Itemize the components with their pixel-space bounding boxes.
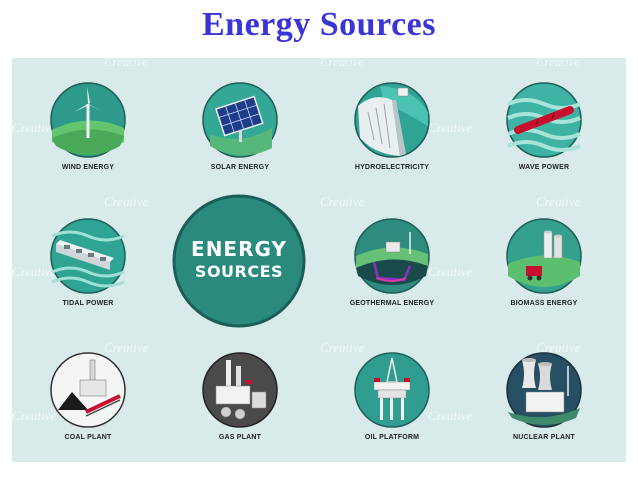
- page-title: Energy Sources: [202, 6, 436, 43]
- watermark: Creative: [536, 58, 581, 69]
- watermark: Creative: [536, 194, 581, 209]
- tile-label: WAVE POWER: [518, 164, 570, 171]
- tile-label: GEOTHERMAL ENERGY: [349, 300, 435, 307]
- watermark: Creative: [320, 340, 365, 355]
- gas-plant-icon: [202, 352, 278, 428]
- tile-nuclear-plant: NUCLEAR PLANT: [484, 352, 604, 462]
- tile-label: NUCLEAR PLANT: [512, 434, 576, 441]
- watermark: Creative: [12, 264, 57, 279]
- tile-coal-plant: COAL PLANT: [28, 352, 148, 462]
- tile-label: TIDAL POWER: [62, 300, 114, 307]
- oil-platform-icon: [354, 352, 430, 428]
- tile-label: SOLAR ENERGY: [210, 164, 270, 171]
- tile-oil-platform: OIL PLATFORM: [332, 352, 452, 462]
- tile-wave-power: WAVE POWER: [484, 82, 604, 192]
- center-title-line2: SOURCES: [194, 262, 284, 281]
- tile-label: BIOMASS ENERGY: [510, 300, 578, 307]
- geothermal-icon: [354, 218, 430, 294]
- tile-label: GAS PLANT: [218, 434, 262, 441]
- tile-biomass-energy: BIOMASS ENERGY: [484, 218, 604, 328]
- tile-label: COAL PLANT: [64, 434, 112, 441]
- watermark: Creative: [428, 120, 473, 135]
- tile-tidal-power: TIDAL POWER: [28, 218, 148, 328]
- tile-geothermal-energy: GEOTHERMAL ENERGY: [332, 218, 452, 328]
- biomass-plant-icon: [506, 218, 582, 294]
- nuclear-plant-icon: [506, 352, 582, 428]
- tile-solar-energy: SOLAR ENERGY: [180, 82, 300, 192]
- tile-label: WIND ENERGY: [61, 164, 115, 171]
- watermark: Creative: [104, 194, 149, 209]
- tile-gas-plant: GAS PLANT: [180, 352, 300, 462]
- tile-wind-energy: WIND ENERGY: [28, 82, 148, 192]
- tile-hydroelectricity: HYDROELECTRICITY: [332, 82, 452, 192]
- watermark: Creative: [12, 408, 57, 423]
- solar-panel-icon: [202, 82, 278, 158]
- coal-plant-icon: [50, 352, 126, 428]
- wave-generator-icon: [506, 82, 582, 158]
- tile-label: OIL PLATFORM: [364, 434, 420, 441]
- watermark: Creative: [320, 58, 365, 69]
- dam-icon: [354, 82, 430, 158]
- center-title-line1: ENERGY: [191, 237, 287, 261]
- tile-label: HYDROELECTRICITY: [354, 164, 430, 171]
- watermark: Creative: [536, 340, 581, 355]
- wind-turbine-icon: [50, 82, 126, 158]
- energy-sources-badge: ENERGY SOURCES: [172, 194, 306, 328]
- watermark: Creative: [104, 58, 149, 69]
- watermark: Creative: [428, 408, 473, 423]
- watermark: Creative: [428, 264, 473, 279]
- tidal-barrage-icon: [50, 218, 126, 294]
- center-circle: [172, 194, 306, 328]
- energy-sources-panel: Creative Creative Creative Creative Crea…: [12, 58, 626, 462]
- watermark: Creative: [320, 194, 365, 209]
- watermark: Creative: [12, 120, 57, 135]
- watermark: Creative: [104, 340, 149, 355]
